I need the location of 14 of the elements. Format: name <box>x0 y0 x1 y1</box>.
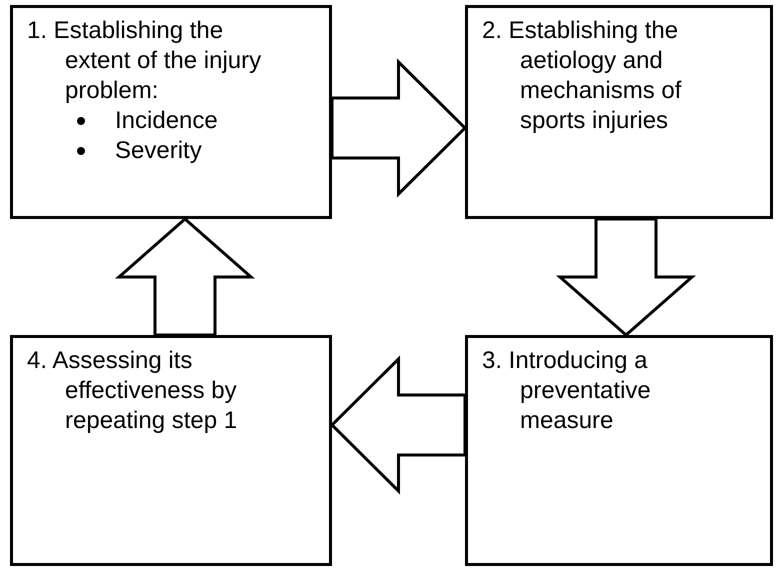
step-box <box>465 5 773 219</box>
step-text: 4. Assessing its effectiveness by repeating step 1 <box>27 346 238 436</box>
step-box <box>465 335 773 566</box>
block-arrow <box>556 218 696 337</box>
step-text: 1. Establishing the extent of the injury problem: <box>27 16 262 106</box>
step-box <box>10 335 332 566</box>
block-arrow <box>115 217 255 336</box>
block-arrow <box>330 58 468 198</box>
step-text: 2. Establishing the aetiology and mechanisms of sports injuries <box>482 16 682 136</box>
step-text: 3. Introducing a preventative measure <box>482 346 652 436</box>
block-arrow <box>330 355 466 495</box>
bullet-item: Incidence <box>115 106 218 136</box>
step-box <box>10 5 332 219</box>
bullet-item: Severity <box>115 136 202 166</box>
